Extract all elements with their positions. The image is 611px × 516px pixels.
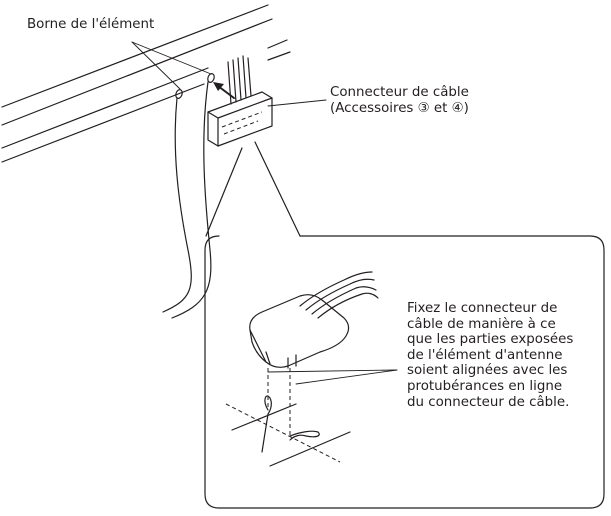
cable-connector-label-line: Connecteur de câble — [330, 85, 469, 100]
detail-cable-connector — [249, 294, 350, 369]
detail-note-line: de l'élément d'antenne — [407, 347, 563, 363]
cable-connector-pointer — [267, 99, 327, 107]
antenna-wire — [162, 81, 212, 319]
cable-connector-label-line: (Accessoires ③ et ④) — [330, 100, 469, 116]
cable-connector — [207, 91, 273, 147]
terminal-pointer-lines — [131, 41, 212, 90]
detail-note-line: Fixez le connecteur de — [407, 301, 558, 316]
detail-note-line: soient alignées avec les — [407, 363, 568, 379]
element-terminal-label: Borne de l'élément — [27, 17, 155, 32]
detail-instruction-note: Fixez le connecteur de câble de manière … — [407, 301, 573, 410]
detail-note-line: que les parties exposées — [407, 332, 574, 348]
detail-note-pointer — [267, 369, 398, 385]
element-terminal-right — [207, 73, 215, 83]
cable-connector-label: Connecteur de câble (Accessoires ③ et ④) — [330, 85, 469, 116]
detail-callout-box — [204, 235, 605, 509]
detail-note-line: protubérances en ligne — [407, 378, 563, 394]
detail-note-line: câble de manière à ce — [407, 316, 556, 332]
detail-cables — [299, 271, 379, 319]
window-glass-edge — [1, 4, 291, 163]
detail-antenna-element — [231, 395, 351, 467]
detail-note-line: du connecteur de câble. — [407, 394, 570, 410]
magnification-lines — [205, 141, 301, 237]
detail-dashed-guides — [225, 368, 341, 463]
connector-cables — [227, 55, 252, 105]
insertion-arrow — [213, 82, 235, 99]
